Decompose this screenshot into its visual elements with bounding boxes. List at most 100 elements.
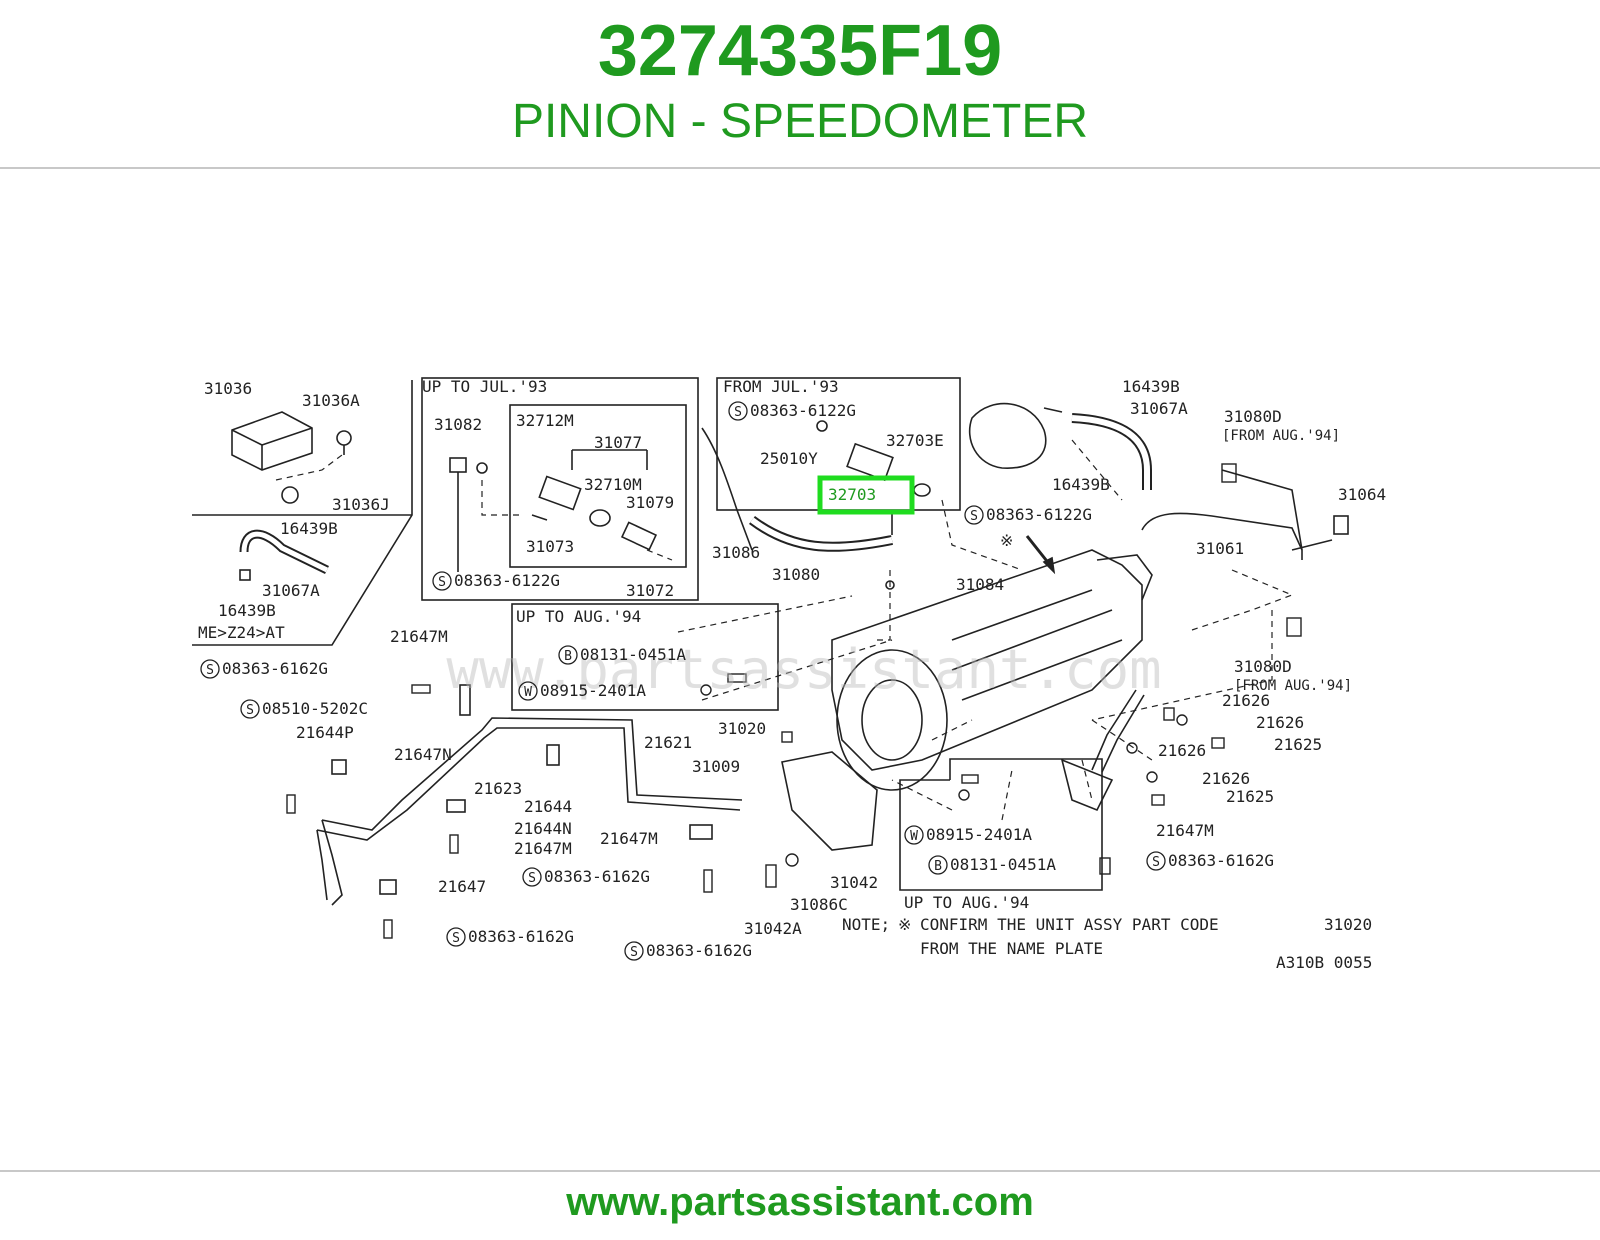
part-label: 31020 xyxy=(718,719,766,738)
svg-text:W: W xyxy=(524,685,532,700)
part-label: 21647M xyxy=(1156,821,1214,840)
part-label: 08363-6162G xyxy=(544,867,650,886)
box-title-up-to-jul93: UP TO JUL.'93 xyxy=(422,377,547,396)
parts-diagram: www.partsassistant.com UP TO JUL.'93 FRO… xyxy=(192,377,1386,972)
part-label: 21647N xyxy=(394,745,452,764)
badge-w: W xyxy=(518,681,538,701)
bolt-part xyxy=(727,673,747,683)
part-label: 31086C xyxy=(790,895,848,914)
part-label: 08510-5202C xyxy=(262,699,368,718)
speed-sensor-part xyxy=(846,442,894,482)
part-label: 32710M xyxy=(584,475,642,494)
part-label: 16439B xyxy=(280,519,338,538)
part-label: 08363-6162G xyxy=(646,941,752,960)
dust-cover-part xyxy=(781,751,878,851)
bolt-part xyxy=(383,919,393,939)
note-prefix: NOTE; xyxy=(842,915,890,934)
bolt-part xyxy=(449,834,459,854)
part-label: 31086 xyxy=(712,543,760,562)
part-label: 21625 xyxy=(1226,787,1274,806)
part-label: 31084 xyxy=(956,575,1004,594)
badge-s: S xyxy=(446,927,466,947)
part-label: 31064 xyxy=(1338,485,1386,504)
cooler-tube-part xyxy=(321,717,743,831)
diagram-code: A310B 0055 xyxy=(1276,953,1372,972)
part-label: 31079 xyxy=(626,493,674,512)
note-code: 31020 xyxy=(1324,915,1372,934)
part-label: 31073 xyxy=(526,537,574,556)
part-label: 32703E xyxy=(886,431,944,450)
part-label: [FROM AUG.'94] xyxy=(1222,428,1340,444)
part-label: 31067A xyxy=(1130,399,1188,418)
part-label: 21626 xyxy=(1256,713,1304,732)
badge-s: S xyxy=(1146,851,1166,871)
part-label: 31082 xyxy=(434,415,482,434)
part-label: 16439B xyxy=(218,601,276,620)
clamp-part xyxy=(331,759,347,775)
part-label: 21621 xyxy=(644,733,692,752)
part-label: 08363-6122G xyxy=(986,505,1092,524)
note-asterisk: ※ xyxy=(898,915,911,934)
bell-housing-part xyxy=(836,649,948,791)
part-label: 21626 xyxy=(1202,769,1250,788)
svg-text:S: S xyxy=(438,575,446,590)
note-line-1: CONFIRM THE UNIT ASSY PART CODE xyxy=(920,915,1219,934)
pinion-part xyxy=(538,475,582,511)
svg-text:B: B xyxy=(564,649,572,664)
svg-text:B: B xyxy=(934,859,942,874)
part-label: 31080D xyxy=(1234,657,1292,676)
part-label: 32712M xyxy=(516,411,574,430)
part-label: 31080D xyxy=(1224,407,1282,426)
bracket-part xyxy=(281,486,299,504)
part-label: 25010Y xyxy=(760,449,818,468)
part-label: 08915-2401A xyxy=(540,681,646,700)
part-label: ME>Z24>AT xyxy=(198,623,285,642)
clamp-part xyxy=(546,744,560,766)
part-label: 08363-6162G xyxy=(1168,851,1274,870)
part-label: 21625 xyxy=(1274,735,1322,754)
part-label: 21644 xyxy=(524,797,572,816)
bolt-part xyxy=(411,684,431,694)
svg-text:S: S xyxy=(970,509,978,524)
part-label: 08915-2401A xyxy=(926,825,1032,844)
asterisk-marker: ※ xyxy=(1000,531,1013,550)
svg-text:S: S xyxy=(1152,855,1160,870)
box-up-to-aug94-b xyxy=(899,758,1103,891)
svg-text:S: S xyxy=(246,703,254,718)
bolt-part xyxy=(703,869,713,893)
part-label: 21623 xyxy=(474,779,522,798)
frame-line xyxy=(192,380,413,646)
o-ring-part xyxy=(589,509,611,527)
footer-url: www.partsassistant.com xyxy=(566,1180,1034,1224)
bolt-part xyxy=(336,430,352,446)
clamp-part xyxy=(446,799,466,813)
box-title-up-to-aug94-b: UP TO AUG.'94 xyxy=(904,893,1029,912)
badge-s: S xyxy=(432,571,452,591)
bolt-part xyxy=(449,457,467,473)
bracket-part xyxy=(1060,758,1114,812)
badge-s: S xyxy=(522,867,542,887)
bolt-part xyxy=(286,794,296,814)
part-name-subtitle: PINION - SPEEDOMETER xyxy=(511,95,1089,148)
box-title-up-to-aug94-a: UP TO AUG.'94 xyxy=(516,607,641,626)
clamp-part xyxy=(689,824,713,840)
part-label: 21647 xyxy=(438,877,486,896)
part-label: 31067A xyxy=(262,581,320,600)
svg-text:S: S xyxy=(734,405,742,420)
control-unit-part xyxy=(231,411,313,471)
part-label: 21644N xyxy=(514,819,572,838)
part-label: 31061 xyxy=(1196,539,1244,558)
badge-b: B xyxy=(558,645,578,665)
part-label: 21647M xyxy=(600,829,658,848)
part-label: 16439B xyxy=(1122,377,1180,396)
badge-s: S xyxy=(240,699,260,719)
bolt-part xyxy=(765,864,777,888)
part-label: 21626 xyxy=(1158,741,1206,760)
part-label: 16439B xyxy=(1052,475,1110,494)
box-up-to-jul93 xyxy=(421,377,699,601)
highlighted-part-box xyxy=(817,475,915,515)
part-label: 08363-6122G xyxy=(750,401,856,420)
hose-clamp-part xyxy=(239,569,251,581)
part-label: 31072 xyxy=(626,581,674,600)
box-inner-pinion-set xyxy=(509,404,687,568)
